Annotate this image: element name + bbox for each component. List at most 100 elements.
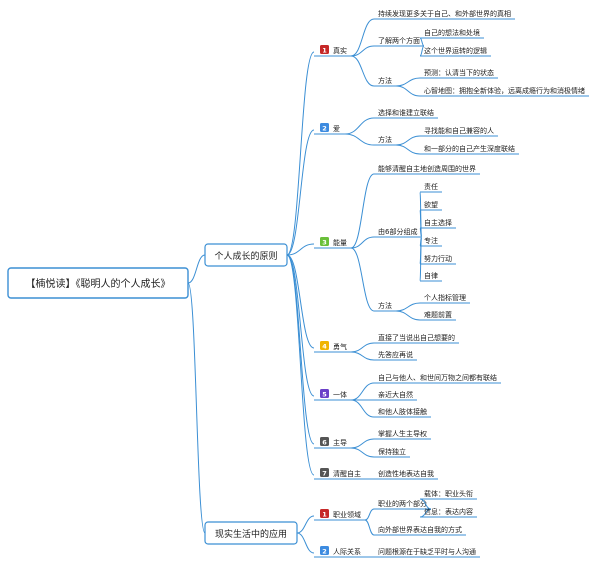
leaf-label: 难题前置 — [424, 310, 452, 319]
topic-connector — [364, 508, 375, 521]
topic-connector — [350, 18, 375, 57]
branch-connector — [286, 254, 315, 349]
leaf-label: 预测：认清当下的状态 — [424, 68, 494, 77]
branch-connector — [286, 254, 315, 397]
priority-badge-icon — [320, 237, 329, 246]
leaf-label: 个人指标管理 — [424, 293, 466, 302]
branch-connector — [286, 51, 315, 256]
badge-number: 1 — [322, 47, 327, 55]
subtopic-label: 亲近大自然 — [378, 390, 413, 399]
topic-label: 清醒自主 — [333, 469, 361, 478]
subtopic-label: 选择和谁建立联结 — [378, 108, 434, 117]
subtopic-connector — [395, 310, 421, 321]
branch-node-label: 现实生活中的应用 — [215, 528, 287, 540]
leaf-label: 自主选择 — [424, 218, 452, 227]
root-connector — [187, 282, 206, 534]
topic-connector — [344, 133, 375, 146]
subtopic-label: 能够清醒自主地创造周围的世界 — [378, 164, 476, 173]
subtopic-label: 方法 — [378, 301, 392, 310]
topic-connector — [350, 382, 375, 401]
priority-badge-icon — [320, 389, 329, 398]
badge-number: 6 — [322, 439, 327, 447]
subtopic-label: 职业的两个部分 — [378, 499, 427, 508]
subtopic-label: 和他人肢体接触 — [378, 407, 427, 416]
topic-connector — [364, 519, 375, 536]
topic-label: 一体 — [333, 390, 347, 399]
priority-badge-icon — [320, 45, 329, 54]
badge-number: 3 — [322, 239, 327, 247]
topic-label: 人际关系 — [333, 547, 361, 556]
priority-badge-icon — [320, 437, 329, 446]
leaf-label: 责任 — [424, 182, 438, 191]
leaf-label: 心智地图：拥抱全新体验，远离成瘾行为和消极情绪 — [424, 86, 585, 95]
badge-number: 2 — [322, 548, 327, 556]
topic-label: 勇气 — [333, 342, 347, 351]
subtopic-label: 由6部分组成 — [378, 227, 417, 236]
subtopic-connector — [395, 135, 421, 146]
subtopic-label: 方法 — [378, 135, 392, 144]
leaf-label: 自己的想法和处境 — [424, 28, 480, 37]
topic-label: 爱 — [333, 125, 340, 133]
branch-connector — [286, 254, 315, 476]
badge-number: 5 — [322, 391, 327, 399]
topic-connector — [350, 342, 375, 353]
topic-connector — [350, 236, 375, 249]
subtopic-connector — [395, 144, 421, 155]
branch-connector — [296, 532, 315, 554]
leaf-label: 和一部分的自己产生深度联结 — [424, 144, 515, 153]
subtopic-label: 方法 — [378, 76, 392, 85]
priority-badge-icon — [320, 509, 329, 518]
priority-badge-icon — [320, 123, 329, 132]
branch-node-label: 个人成长的原则 — [214, 250, 277, 262]
badge-number: 2 — [322, 125, 327, 133]
topic-label: 能量 — [333, 238, 347, 247]
leaf-label: 载体：职业头衔 — [424, 489, 473, 498]
badge-number: 4 — [322, 343, 327, 351]
topic-connector — [350, 399, 375, 418]
subtopic-label: 持续发现更多关于自己、和外部世界的真相 — [378, 9, 511, 18]
subtopic-label: 先答应再说 — [378, 350, 413, 359]
subtopic-label: 问题根源在于缺乏平时与人沟通 — [378, 547, 476, 556]
subtopic-connector — [395, 302, 421, 312]
subtopic-label: 保持独立 — [378, 447, 406, 456]
leaf-label: 努力行动 — [424, 254, 452, 263]
branch-connector — [286, 129, 315, 256]
topic-connector — [350, 438, 375, 449]
topic-connector — [350, 247, 375, 312]
branch-connector — [286, 254, 315, 445]
topic-connector — [344, 117, 375, 135]
badge-number: 7 — [322, 470, 327, 478]
leaf-label: 这个世界运转的逻辑 — [424, 46, 487, 55]
badge-number: 1 — [322, 511, 327, 519]
topic-label: 主导 — [333, 438, 347, 447]
subtopic-connector — [419, 236, 422, 282]
topic-label: 真实 — [333, 46, 347, 55]
leaf-label: 寻找能和自己兼容的人 — [424, 126, 494, 135]
leaf-label: 专注 — [424, 236, 438, 245]
leaf-label: 信息：表达内容 — [424, 507, 473, 516]
topic-label: 职业领域 — [333, 510, 361, 519]
leaf-label: 自律 — [424, 271, 438, 280]
subtopic-connector — [419, 37, 425, 47]
subtopic-connector — [395, 77, 421, 87]
subtopic-label: 向外部世界表达自我的方式 — [378, 525, 462, 534]
topic-connector — [350, 351, 375, 361]
branch-connector — [286, 243, 315, 256]
branch-connector — [296, 515, 315, 534]
priority-badge-icon — [320, 468, 329, 477]
topic-connector — [350, 55, 375, 87]
topic-connector — [350, 45, 375, 57]
subtopic-label: 创造性地表达自我 — [378, 469, 434, 478]
subtopic-connector — [395, 85, 421, 97]
topic-connector — [350, 173, 375, 249]
topic-connector — [350, 447, 375, 458]
subtopic-label: 自己与他人、和世间万物之间都有联结 — [378, 373, 497, 382]
subtopic-label: 直接了当说出自己想要的 — [378, 333, 455, 342]
root-node-label: 【楠悦读】《聪明人的个人成长》 — [26, 277, 171, 290]
priority-badge-icon — [320, 546, 329, 555]
leaf-label: 欲望 — [424, 200, 438, 209]
subtopic-label: 了解两个方面 — [378, 36, 420, 45]
subtopic-label: 掌握人生主导权 — [378, 429, 427, 438]
priority-badge-icon — [320, 341, 329, 350]
